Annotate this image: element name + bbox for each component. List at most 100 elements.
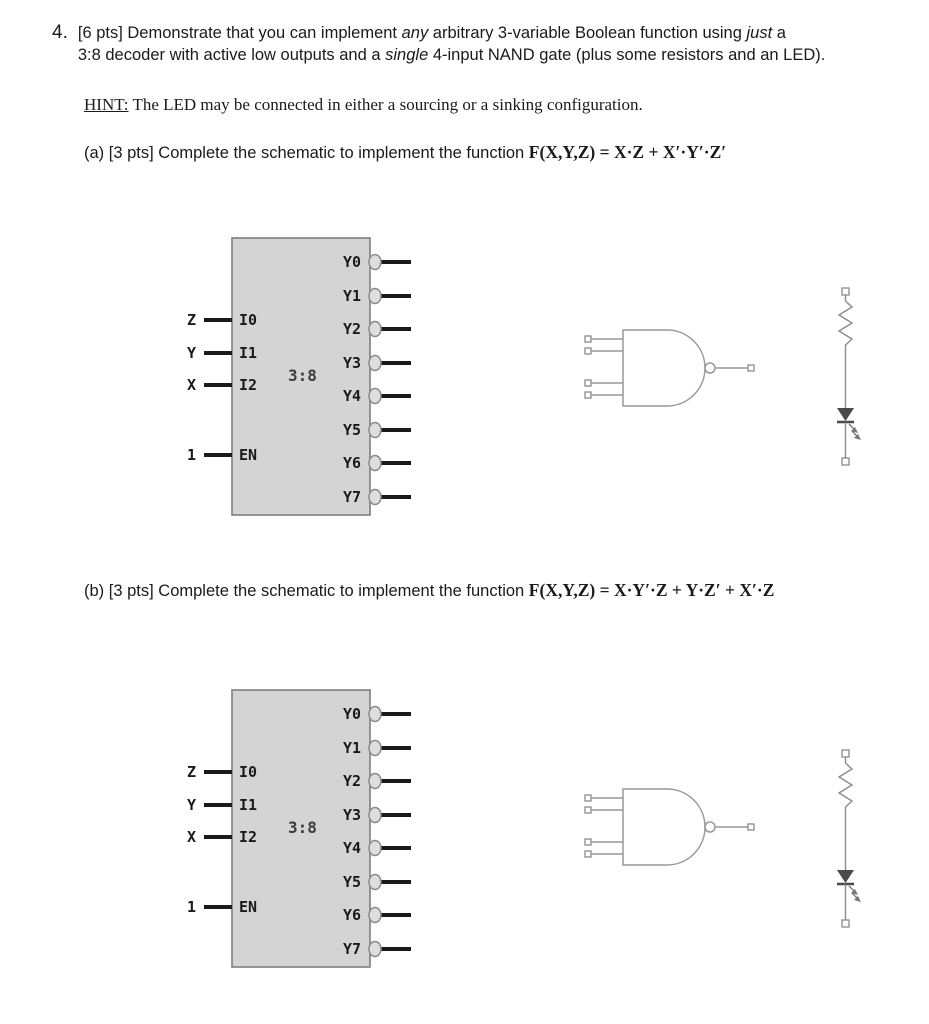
enable-value-label: 1 <box>187 446 196 464</box>
nand-input-terminal <box>584 347 592 355</box>
nand-gate-a <box>584 329 755 407</box>
decoder-output-label: Y4 <box>343 387 361 405</box>
led-branch-b <box>837 749 861 928</box>
decoder-pin-label-en: EN <box>239 446 257 464</box>
led-top-terminal <box>841 749 850 758</box>
output-pin-y4 <box>368 387 382 405</box>
signal-label-z: Z <box>187 763 196 781</box>
decoder-output-label: Y3 <box>343 354 361 372</box>
led-emission-arrowhead <box>854 896 861 902</box>
output-pin-y5 <box>368 873 382 891</box>
nand-input-terminal <box>584 391 592 399</box>
decoder-pin-label-en: EN <box>239 898 257 916</box>
question-line1-em2: just <box>746 24 773 42</box>
resistor-symbol <box>837 295 854 408</box>
decoder-pin-label-i0: I0 <box>239 763 257 781</box>
question-number: 4. <box>52 22 68 43</box>
hint-text: The LED may be connected in either a sou… <box>132 95 643 114</box>
nand-output-terminal <box>747 364 755 372</box>
part-b-formula: F(X,Y,Z) = X·Y′·Z + Y·Z′ + X′·Z <box>528 580 775 600</box>
part-b-prefix: (b) [3 pts] Complete the schematic to im… <box>84 582 529 600</box>
nand-gate-body <box>622 329 706 407</box>
nand-output-terminal <box>747 823 755 831</box>
output-pin-y5 <box>368 421 382 439</box>
output-pin-y6 <box>368 454 382 472</box>
led-emission-arrowhead <box>854 434 861 440</box>
decoder-b: Y0 Y1 Y2 Y3 Y4 Y5 Y6 Y7 Z I0 Y I1 X I2 3… <box>187 689 411 968</box>
decoder-output-label: Y4 <box>343 839 361 857</box>
output-pin-y4 <box>368 839 382 857</box>
part-b-prompt: (b) [3 pts] Complete the schematic to im… <box>84 580 774 601</box>
nand-gate-b <box>584 788 755 866</box>
led-diode-symbol <box>837 408 854 421</box>
led-bottom-terminal <box>841 919 850 928</box>
question-line2-em: single <box>385 46 429 65</box>
nand-input-terminal <box>584 379 592 387</box>
decoder-ratio-label: 3:8 <box>288 818 317 837</box>
question-line2-b: 4-input NAND gate (plus some resistors a… <box>428 46 826 65</box>
decoder-box <box>231 237 371 516</box>
signal-label-y: Y <box>187 344 196 362</box>
output-pin-y7 <box>368 940 382 958</box>
output-pin-y2 <box>368 772 382 790</box>
decoder-output-label: Y7 <box>343 940 361 958</box>
output-pin-y1 <box>368 287 382 305</box>
resistor-symbol <box>837 757 854 870</box>
signal-label-x: X <box>187 376 196 394</box>
signal-label-z: Z <box>187 311 196 329</box>
decoder-output-label: Y6 <box>343 906 361 924</box>
led-diode-symbol <box>837 870 854 883</box>
output-pin-y2 <box>368 320 382 338</box>
output-pin-y3 <box>368 354 382 372</box>
decoder-pin-label-i0: I0 <box>239 311 257 329</box>
output-pin-y0 <box>368 253 382 271</box>
output-pin-y6 <box>368 906 382 924</box>
nand-inversion-bubble <box>704 362 716 374</box>
question-line1-a: [6 pts] Demonstrate that you can impleme… <box>77 24 402 42</box>
nand-inversion-bubble <box>704 821 716 833</box>
decoder-output-label: Y0 <box>343 253 361 271</box>
nand-input-terminal <box>584 850 592 858</box>
nand-input-terminal <box>584 335 592 343</box>
decoder-pin-label-i2: I2 <box>239 376 257 394</box>
question-block: 4. [6 pts] Demonstrate that you can impl… <box>52 22 882 66</box>
question-line1-c: a <box>772 24 786 42</box>
question-line1-em1: any <box>401 24 429 42</box>
output-pin-y1 <box>368 739 382 757</box>
output-pin-y0 <box>368 705 382 723</box>
signal-label-x: X <box>187 828 196 846</box>
decoder-output-label: Y3 <box>343 806 361 824</box>
hint-line: HINT: The LED may be connected in either… <box>84 95 643 115</box>
decoder-output-label: Y6 <box>343 454 361 472</box>
decoder-pin-label-i2: I2 <box>239 828 257 846</box>
decoder-output-label: Y5 <box>343 873 361 891</box>
decoder-output-label: Y0 <box>343 705 361 723</box>
decoder-ratio-label: 3:8 <box>288 366 317 385</box>
led-top-terminal <box>841 287 850 296</box>
signal-label-y: Y <box>187 796 196 814</box>
question-line2-a: 3:8 decoder with active low outputs and … <box>77 46 386 65</box>
decoder-output-label: Y5 <box>343 421 361 439</box>
decoder-output-label: Y2 <box>343 320 361 338</box>
decoder-output-label: Y1 <box>343 739 361 757</box>
decoder-box <box>231 689 371 968</box>
decoder-output-label: Y2 <box>343 772 361 790</box>
hint-label: HINT: <box>84 95 129 114</box>
question-text: [6 pts] Demonstrate that you can impleme… <box>78 22 826 66</box>
decoder-output-label: Y7 <box>343 488 361 506</box>
question-line1-b: arbitrary 3-variable Boolean function us… <box>428 24 747 42</box>
nand-gate-body <box>622 788 706 866</box>
output-pin-y3 <box>368 806 382 824</box>
enable-value-label: 1 <box>187 898 196 916</box>
output-pin-y7 <box>368 488 382 506</box>
nand-input-terminal <box>584 806 592 814</box>
decoder-pin-label-i1: I1 <box>239 796 257 814</box>
part-a-formula: F(X,Y,Z) = X·Z + X′·Y′·Z′ <box>528 142 727 162</box>
nand-input-terminal <box>584 794 592 802</box>
decoder-pin-label-i1: I1 <box>239 344 257 362</box>
decoder-a: Y0 Y1 Y2 Y3 Y4 Y5 Y6 Y7 Z I0 Y I1 X I2 3… <box>187 237 411 516</box>
part-a-prompt: (a) [3 pts] Complete the schematic to im… <box>84 142 726 163</box>
led-bottom-terminal <box>841 457 850 466</box>
led-branch-a <box>837 287 861 466</box>
part-a-prefix: (a) [3 pts] Complete the schematic to im… <box>84 144 529 162</box>
